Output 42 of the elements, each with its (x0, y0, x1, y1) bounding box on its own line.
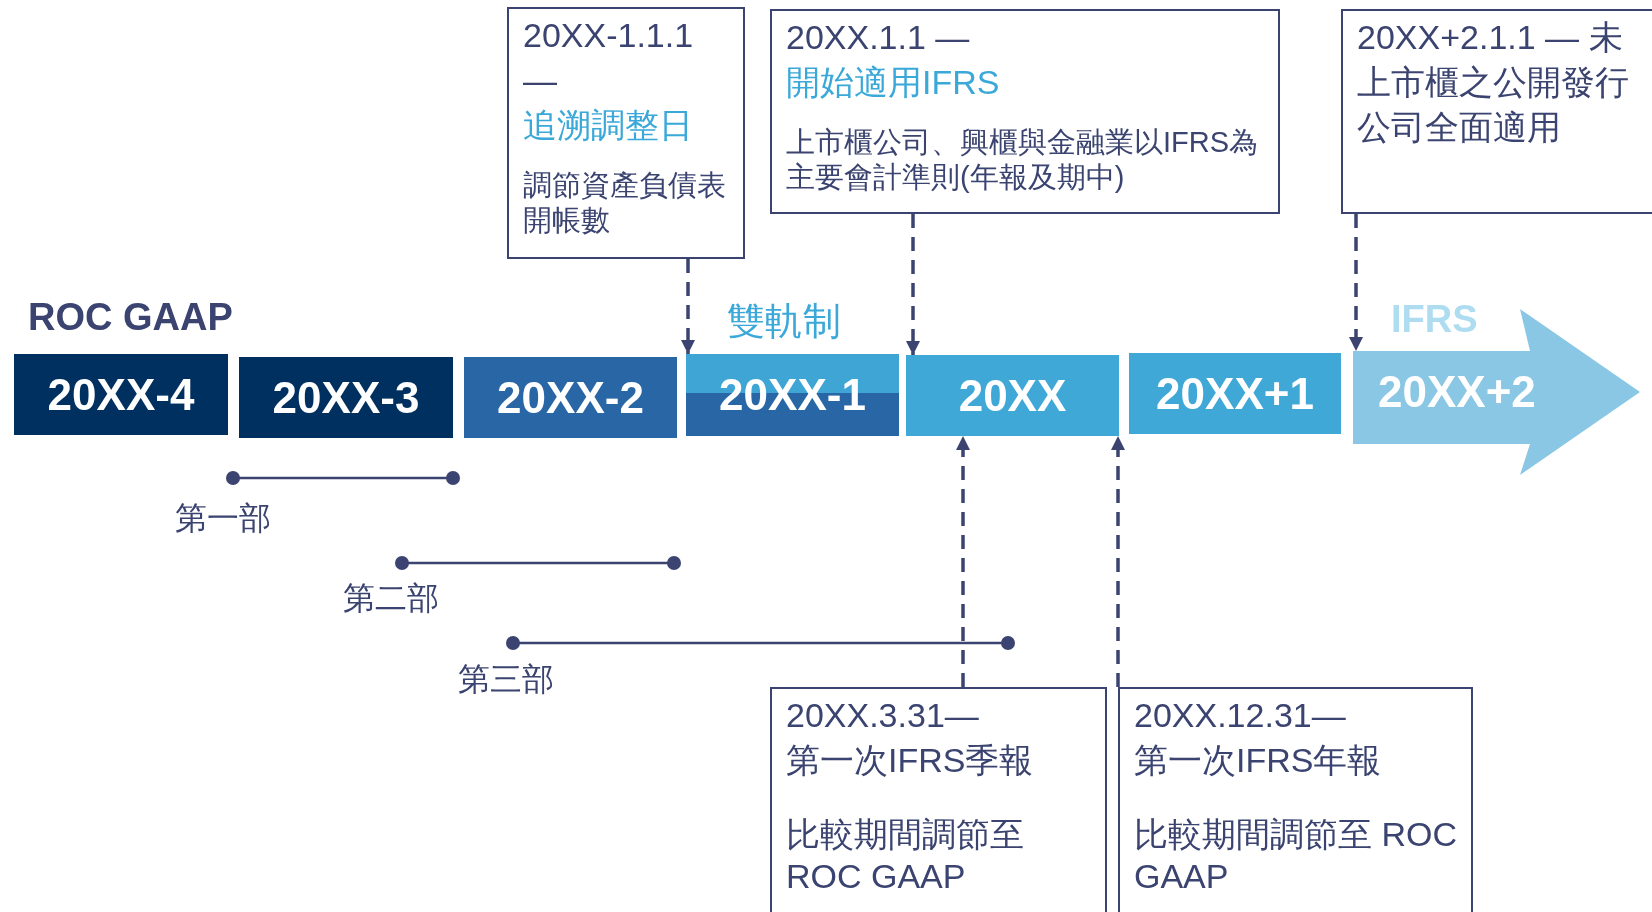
callout-text: 調節資產負債表開帳數 (523, 167, 727, 238)
year-box (14, 354, 228, 435)
year-label: 20XX-1 (719, 370, 866, 420)
callout-text: 第一次IFRS年報 (1134, 739, 1383, 781)
year-box (239, 357, 453, 438)
arrow (1349, 214, 1363, 351)
year-box (464, 357, 677, 438)
callout-box (1341, 9, 1652, 214)
callout-text: 比較期間調節至 ROC GAAP (786, 813, 1025, 898)
callout-heading: 20XX.3.31— (786, 695, 980, 736)
callout-heading: 20XX.12.31— (1134, 695, 1347, 736)
callout-box (1118, 687, 1473, 912)
callout-box (770, 687, 1107, 912)
arrow (1111, 436, 1125, 687)
callout-text: 比較期間調節至 ROC GAAP (1134, 813, 1457, 898)
range-label: 第一部 (175, 499, 271, 538)
arrow (906, 214, 920, 355)
callout-heading: 20XX.1.1 — (786, 17, 971, 58)
callout-text: 上市櫃公司、興櫃與金融業以IFRS為主要會計準則(年報及期中) (786, 124, 1260, 196)
year-label: 20XX+2 (1378, 367, 1536, 417)
callout-text: 追溯調整日 (523, 104, 694, 146)
callout-box (507, 7, 745, 259)
year-box (906, 355, 1119, 436)
callout-heading: 20XX-1.1.1 — (523, 15, 695, 101)
year-label: 20XX-4 (47, 369, 195, 420)
arrow (681, 259, 695, 354)
callout-box (770, 9, 1280, 214)
year-box (686, 354, 899, 436)
callout-heading: 20XX+2.1.1 — 未上市櫃之公開發行公司全面適用 (1357, 17, 1630, 148)
year-label: 20XX (958, 370, 1067, 421)
arrow (956, 436, 970, 687)
group-label: 雙軌制 (727, 299, 841, 344)
year-label: 20XX-2 (497, 372, 644, 423)
group-label: ROC GAAP (28, 296, 233, 339)
year-label: 20XX-3 (272, 372, 420, 423)
callout-text: 開始適用IFRS (786, 61, 1001, 103)
range-label: 第二部 (343, 579, 439, 618)
range-label: 第三部 (458, 660, 554, 699)
callout-text: 第一次IFRS季報 (786, 739, 1035, 781)
group-label: IFRS (1391, 298, 1478, 341)
year-label: 20XX+1 (1156, 368, 1314, 419)
year-box (1129, 353, 1341, 434)
